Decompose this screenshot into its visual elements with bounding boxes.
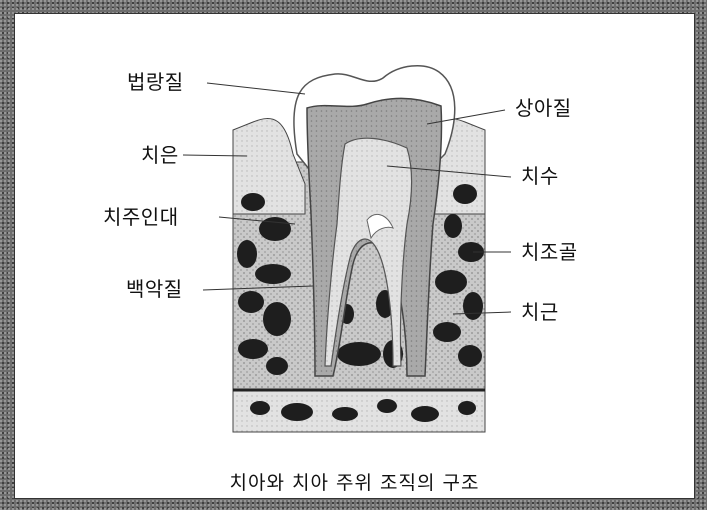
label-root: 치근: [521, 302, 559, 322]
tooth-illustration: [15, 14, 694, 498]
label-cementum: 백악질: [126, 279, 183, 299]
label-periodontal-ligament: 치주인대: [103, 207, 179, 227]
label-enamel: 법랑질: [127, 72, 184, 92]
lower-bone-layer: [233, 390, 485, 432]
figure-caption: 치아와 치아 주위 조직의 구조: [15, 468, 694, 495]
label-pulp: 치수: [521, 166, 559, 186]
label-alveolar-bone: 치조골: [521, 242, 578, 262]
label-dentin: 상아질: [515, 98, 572, 118]
label-gingiva: 치은: [141, 145, 179, 165]
diagram-panel: 법랑질 치은 치주인대 백악질 상아질 치수 치조골 치근 치아와 치아 주위 …: [14, 13, 695, 499]
